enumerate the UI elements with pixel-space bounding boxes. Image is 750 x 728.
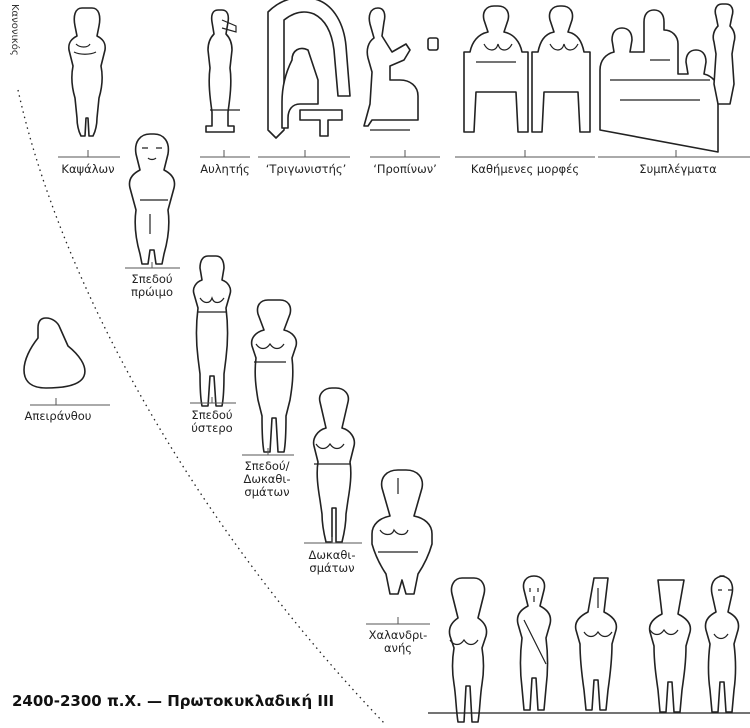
- label-spedou-dokathismaton: Σπεδού/ Δωκαθι- σμάτων: [243, 459, 291, 499]
- label-symplegmata: Συμπλέγματα: [639, 162, 717, 176]
- figurine-aulitis: [205, 9, 240, 133]
- label-dokathismaton: Δωκαθι- σμάτων: [308, 548, 356, 575]
- figurine-symplegmata: [599, 3, 736, 153]
- label-trigonistis: ‘Τριγωνιστής’: [265, 162, 347, 176]
- label-kapsalon: Καψάλων: [61, 162, 115, 176]
- figurine-spedou-early: [128, 133, 176, 265]
- label-kathimenes-morfes: Καθήμενες μορφές: [470, 162, 580, 176]
- figurine-ec3-2: [516, 575, 552, 711]
- label-propinon: ‘Προπίνων’: [373, 162, 437, 176]
- figurine-ec3-3: [574, 577, 618, 711]
- figurine-propinon: [363, 7, 439, 131]
- label-chalandriani: Χαλανδρι- ανής: [368, 628, 428, 655]
- figurine-ec3-1: [448, 577, 488, 723]
- figurine-chalandriani: [371, 469, 433, 595]
- figurine-spedou-late: [192, 255, 232, 407]
- figurine-apeiranthou: [23, 317, 86, 389]
- label-aulitis: Αυλητής: [200, 162, 250, 176]
- figurine-spedou-dokathismaton: [250, 299, 298, 453]
- figurine-kathimenes-morfes: [463, 5, 591, 133]
- label-spedou-late: Σπεδού ύστερο: [191, 408, 233, 435]
- figurine-ec3-4: [648, 579, 692, 713]
- label-spedou-early: Σπεδού πρώιμο: [130, 272, 174, 299]
- figurine-trigonistis: [267, 0, 351, 139]
- figurine-dokathismaton: [312, 387, 356, 543]
- side-label-kanonikos: Κανονικός: [9, 4, 20, 56]
- period-title: 2400-2300 π.Χ. — Πρωτοκυκλαδική III: [12, 692, 335, 710]
- figurine-ec3-5: [704, 575, 740, 713]
- figurine-kapsalon: [68, 7, 106, 137]
- label-apeiranthou: Απειράνθου: [24, 409, 92, 423]
